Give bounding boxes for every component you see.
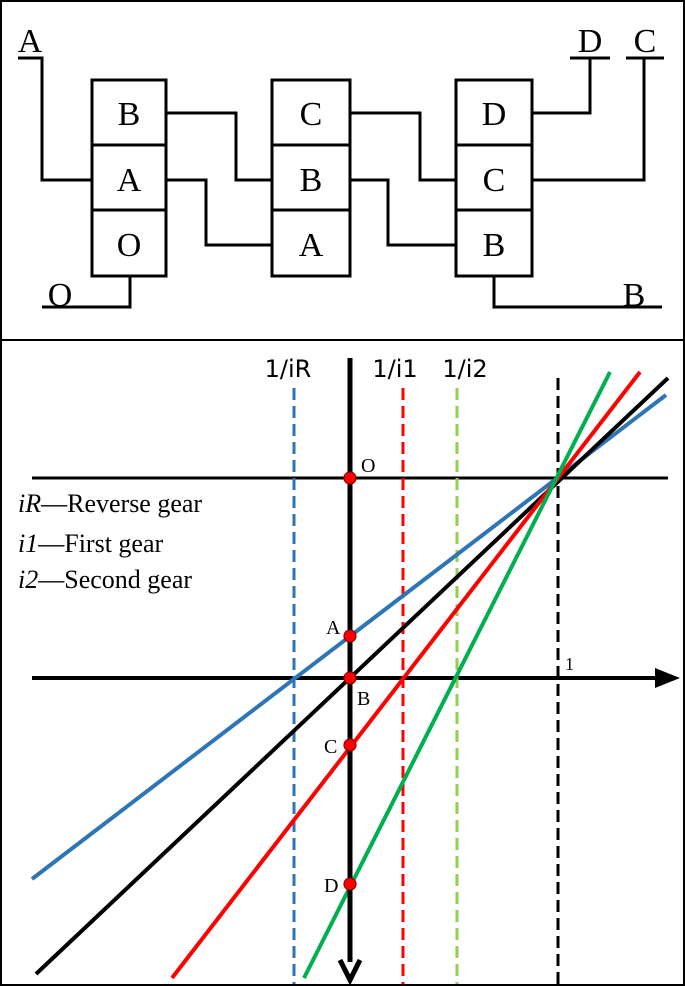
wire-a-terminal	[18, 56, 92, 182]
box-label-left-top: B	[118, 96, 141, 133]
box-column-middle	[270, 78, 352, 278]
box-label-right-bottom: B	[483, 227, 506, 264]
bottom-panel-border	[0, 339, 685, 986]
legend-reverse: iR—Reverse gear	[18, 489, 202, 518]
terminal-label-d: D	[578, 23, 603, 60]
terminal-label-c: C	[634, 23, 657, 60]
wire-c-terminal	[532, 58, 646, 182]
point-d-label: D	[324, 875, 338, 897]
box-column-right	[454, 78, 534, 278]
legend-reverse-symbol: iR	[18, 489, 41, 518]
box-label-left-middle: A	[117, 162, 142, 199]
wire-d-terminal	[532, 58, 592, 115]
legend-reverse-text: —Reverse gear	[40, 489, 202, 518]
terminal-labels: A O D C B	[18, 23, 657, 314]
legend-second-text: —Second gear	[37, 565, 192, 594]
box-label-left-bottom: O	[117, 227, 142, 264]
point-b-label: B	[357, 688, 370, 710]
legend-first-text: —First gear	[37, 529, 163, 558]
point-c-marker	[343, 738, 357, 752]
first-gear-line	[170, 370, 642, 980]
box-middle-bottom	[270, 208, 352, 278]
legend-first: i1—First gear	[18, 529, 163, 558]
axis-points	[343, 471, 357, 891]
box-label-middle-middle: B	[300, 162, 323, 199]
terminal-label-o: O	[48, 277, 73, 314]
point-a-label: A	[326, 617, 341, 639]
vertical-axis-arrowhead	[337, 958, 363, 984]
terminal-label-b: B	[623, 277, 646, 314]
wire-left-b-middle-b	[166, 111, 272, 182]
point-b-marker	[343, 671, 357, 685]
box-middle-middle	[270, 143, 352, 212]
point-c-label: C	[324, 736, 337, 758]
box-left-bottom	[90, 208, 168, 278]
wire-o-terminal	[42, 276, 132, 309]
label-second-ratio: 1/i2	[442, 355, 487, 383]
tick-one-label: 1	[565, 654, 574, 674]
legend-second-symbol: i2	[18, 565, 38, 594]
box-left-middle	[90, 143, 168, 212]
box-label-middle-top: C	[300, 96, 323, 133]
wire-middle-b-right-b	[350, 178, 456, 247]
box-right-top	[454, 78, 534, 147]
second-gear-line	[302, 371, 612, 979]
vertical-line-labels: 1/iR 1/i1 1/i2	[265, 355, 488, 383]
point-d-marker	[343, 877, 357, 891]
label-first-ratio: 1/i1	[372, 355, 417, 383]
box-label-right-middle: C	[483, 162, 506, 199]
box-label-middle-bottom: A	[299, 227, 324, 264]
box-right-bottom	[454, 208, 534, 278]
box-label-right-top: D	[482, 96, 507, 133]
point-a-marker	[343, 629, 357, 643]
horizontal-axis-arrowhead	[655, 668, 680, 688]
legend: iR—Reverse gear i1—First gear i2—Second …	[18, 489, 202, 594]
wire-middle-c-right-c	[350, 111, 456, 182]
gear-connection-wires	[18, 56, 664, 309]
wire-left-a-middle-a	[166, 178, 272, 247]
top-panel: B A O C B A D C B A O D C B	[0, 0, 685, 341]
box-labels: B A O C B A D C B	[117, 96, 507, 264]
point-o-marker	[343, 471, 357, 485]
box-column-left	[90, 78, 168, 278]
axis-point-labels: O A B C D 1	[324, 455, 574, 897]
wire-b-terminal	[492, 276, 662, 309]
bottom-panel: 1/iR 1/i1 1/i2 O A B C D 1 iR—Reverse ge…	[0, 339, 685, 986]
terminal-label-a: A	[18, 23, 43, 60]
label-reverse-ratio: 1/iR	[265, 355, 312, 383]
legend-first-symbol: i1	[18, 529, 38, 558]
point-o-label: O	[361, 455, 375, 477]
legend-second: i2—Second gear	[18, 565, 192, 594]
